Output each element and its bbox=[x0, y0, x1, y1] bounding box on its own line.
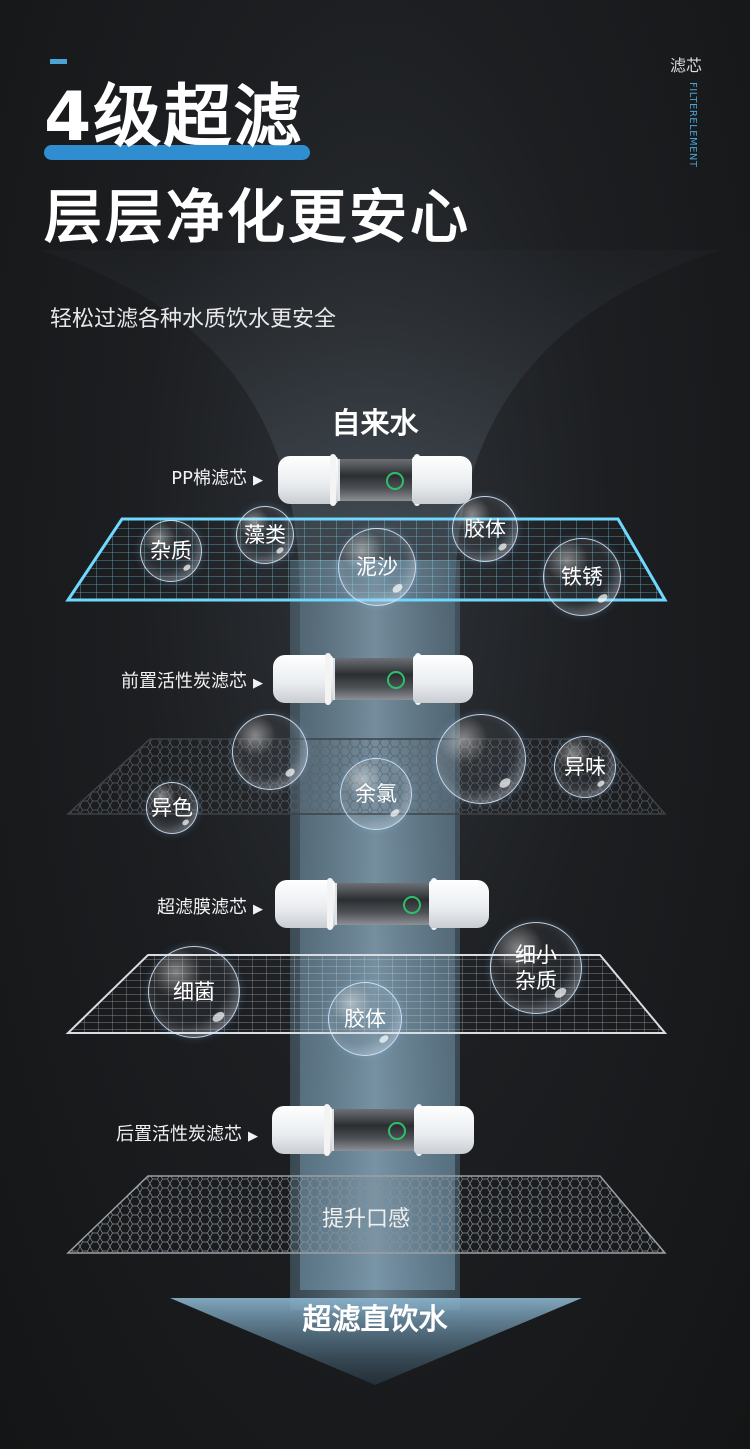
play-arrow-icon: ▶ bbox=[248, 1129, 258, 1144]
page-title: 4级超滤 bbox=[44, 78, 304, 157]
description: 轻松过滤各种水质饮水更安全 bbox=[50, 307, 337, 332]
bubble-fine-impurity: 细小杂质 bbox=[490, 922, 582, 1014]
filter-cartridge-carbon-pre bbox=[273, 653, 473, 705]
title-underline bbox=[44, 145, 310, 160]
bubble-algae: 藻类 bbox=[236, 506, 294, 564]
filter-cartridge-pp bbox=[278, 454, 472, 506]
mesh-carbon-post bbox=[66, 1175, 667, 1254]
filter-label-uf: 超滤膜滤芯▶ bbox=[157, 897, 263, 918]
effect-taste: 提升口感 bbox=[322, 1207, 411, 1232]
play-arrow-icon: ▶ bbox=[253, 902, 263, 917]
bubble-impurity: 杂质 bbox=[140, 520, 202, 582]
bubble-colloid: 胶体 bbox=[452, 496, 518, 562]
side-vertical-text: FILTERELEMENT bbox=[687, 82, 698, 168]
output-label: 超滤直饮水 bbox=[302, 1302, 448, 1336]
filter-label-pp: PP棉滤芯▶ bbox=[171, 468, 263, 489]
bubble-empty-1 bbox=[232, 714, 308, 790]
source-label: 自来水 bbox=[331, 406, 419, 440]
bubble-rust: 铁锈 bbox=[543, 538, 621, 616]
output-arrow bbox=[170, 1298, 582, 1385]
play-arrow-icon: ▶ bbox=[253, 676, 263, 691]
filter-label-carbon-post: 后置活性炭滤芯▶ bbox=[116, 1124, 258, 1145]
bubble-odor: 异味 bbox=[554, 736, 616, 798]
bubble-empty-2 bbox=[436, 714, 526, 804]
bubble-odd-color: 异色 bbox=[146, 782, 198, 834]
filter-cartridge-carbon-post bbox=[272, 1104, 474, 1156]
bubble-sediment: 泥沙 bbox=[338, 528, 416, 606]
side-label: 滤芯 bbox=[669, 56, 702, 75]
filter-cartridge-uf bbox=[275, 878, 489, 930]
filter-label-carbon-pre: 前置活性炭滤芯▶ bbox=[121, 671, 263, 692]
play-arrow-icon: ▶ bbox=[253, 473, 263, 488]
accent-dash bbox=[50, 59, 67, 64]
bubble-colloid-2: 胶体 bbox=[328, 982, 402, 1056]
bubble-bacteria: 细菌 bbox=[148, 946, 240, 1038]
page-subtitle: 层层净化更安心 bbox=[44, 183, 472, 251]
bubble-residual-chlorine: 余氯 bbox=[340, 758, 412, 830]
